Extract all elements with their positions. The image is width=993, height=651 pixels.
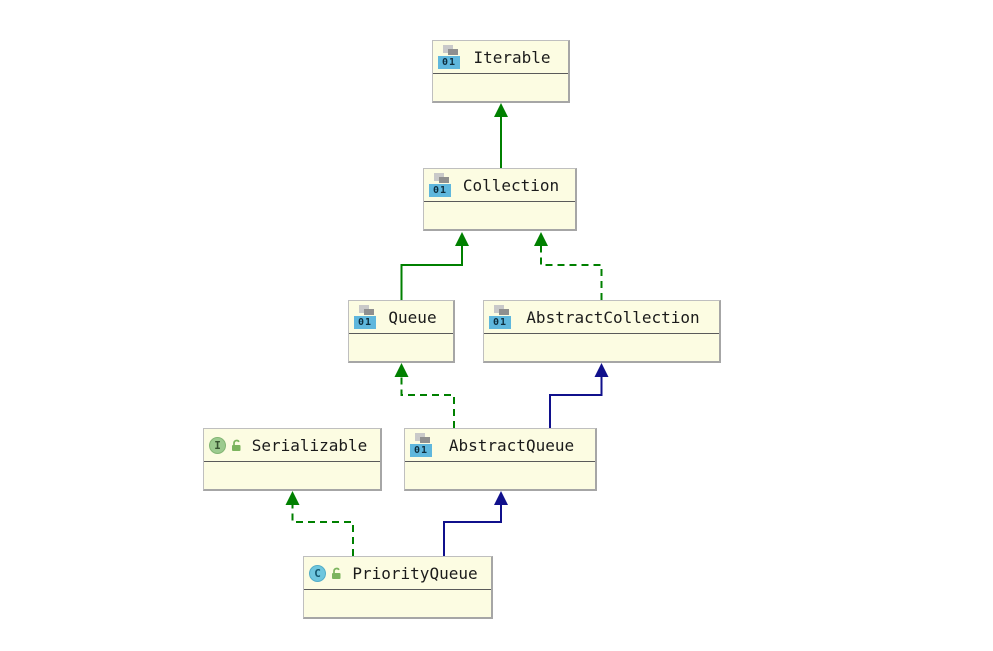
badge-01: 01 xyxy=(438,56,460,69)
badge-01: 01 xyxy=(354,316,376,329)
node-body xyxy=(304,590,491,617)
class-name: PriorityQueue xyxy=(352,563,478,583)
node-body xyxy=(433,74,568,101)
edge-abstractqueue-to-queue xyxy=(394,363,455,428)
node-body xyxy=(405,462,595,489)
binary-file-icon: 01 xyxy=(410,433,433,457)
node-title: 01 Queue xyxy=(349,301,453,334)
class-node-collection[interactable]: 01 Collection xyxy=(423,168,577,231)
edge-collection-to-iterable xyxy=(494,103,508,168)
class-name: Iterable xyxy=(473,47,551,67)
node-title: I Serializable xyxy=(204,429,380,462)
node-title: 01 Collection xyxy=(424,169,575,202)
node-body xyxy=(204,462,380,489)
class-node-iterable[interactable]: 01 Iterable xyxy=(432,40,570,103)
node-title: 01 Iterable xyxy=(433,41,568,74)
pages-glyph xyxy=(434,173,449,183)
class-name: Serializable xyxy=(251,435,368,455)
pages-glyph xyxy=(494,305,509,315)
class-name: Queue xyxy=(388,307,437,327)
edge-abstractqueue-to-abstractcollection xyxy=(549,363,609,428)
pages-glyph xyxy=(359,305,374,315)
edge-priorityqueue-to-serializable xyxy=(285,491,354,556)
node-title: 01 AbstractCollection xyxy=(484,301,719,334)
edge-abstractcollection-to-collection xyxy=(534,232,603,300)
class-icon: C xyxy=(309,564,326,582)
class-node-abstractcollection[interactable]: 01 AbstractCollection xyxy=(483,300,721,363)
node-body xyxy=(484,334,719,361)
edge-priorityqueue-to-abstractqueue xyxy=(443,491,508,556)
binary-file-icon: 01 xyxy=(438,45,461,69)
badge-01: 01 xyxy=(429,184,451,197)
open-lock-icon xyxy=(230,439,243,452)
class-name: AbstractCollection xyxy=(526,307,700,327)
badge-01: 01 xyxy=(489,316,511,329)
class-name: Collection xyxy=(462,175,560,195)
binary-file-icon: 01 xyxy=(354,305,377,329)
binary-file-icon: 01 xyxy=(429,173,452,197)
node-body xyxy=(349,334,453,361)
node-title: C PriorityQueue xyxy=(304,557,491,590)
pages-glyph xyxy=(443,45,458,55)
class-node-queue[interactable]: 01 Queue xyxy=(348,300,455,363)
node-title: 01 AbstractQueue xyxy=(405,429,595,462)
class-node-priorityqueue[interactable]: C PriorityQueue xyxy=(303,556,493,619)
edge-queue-to-collection xyxy=(400,232,469,300)
badge-01: 01 xyxy=(410,444,432,457)
binary-file-icon: 01 xyxy=(489,305,512,329)
interface-icon: I xyxy=(209,436,226,454)
open-lock-icon xyxy=(330,567,343,580)
class-name: AbstractQueue xyxy=(448,435,575,455)
node-body xyxy=(424,202,575,229)
pages-glyph xyxy=(415,433,430,443)
class-node-abstractqueue[interactable]: 01 AbstractQueue xyxy=(404,428,597,491)
class-node-serializable[interactable]: I Serializable xyxy=(203,428,382,491)
